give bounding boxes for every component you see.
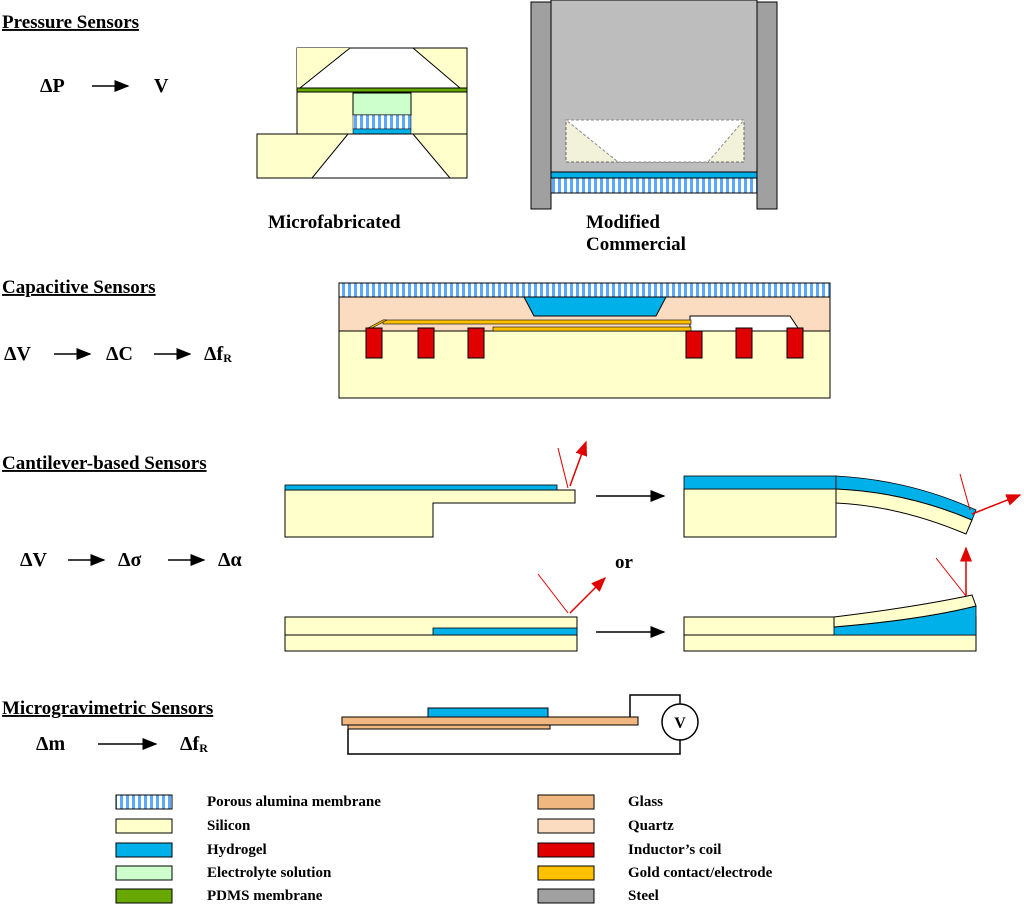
eq-delta-m: Δm — [36, 733, 66, 755]
cantilever-equation: ΔV Δσ Δα — [20, 549, 242, 571]
swatch-alumina — [115, 794, 173, 810]
swatch-pdms — [115, 888, 173, 904]
swatch-silicon — [115, 818, 173, 834]
caption-commercial: Commercial — [586, 234, 686, 255]
eq-delta-v2: ΔV — [20, 549, 48, 571]
legend-label-quartz: Quartz — [628, 818, 674, 834]
caption-modified: Modified — [586, 212, 660, 233]
eq-delta-sigma: Δσ — [118, 549, 142, 571]
swatch-hydrogel — [115, 842, 173, 858]
or-label: or — [615, 552, 634, 573]
microgravimetric-equation: Δm ΔfR — [36, 733, 208, 755]
eq-delta-f: ΔfR — [204, 343, 232, 365]
swatch-coil — [537, 842, 595, 858]
capacitive-equation: ΔV ΔC ΔfR — [4, 343, 232, 365]
pressure-equation: ΔP V — [40, 75, 169, 97]
eq-delta-c: ΔC — [106, 343, 133, 365]
legend-label-pdms: PDMS membrane — [207, 888, 323, 904]
eq-delta-p: ΔP — [40, 75, 65, 97]
microfabricated-pressure-sensor — [256, 47, 468, 179]
eq-v: V — [154, 75, 169, 97]
microgravimetric-heading: Microgravimetric Sensors — [2, 698, 213, 719]
swatch-glass — [537, 794, 595, 810]
modified-commercial-pressure-sensor — [530, 0, 778, 210]
legend-label-hydrogel: Hydrogel — [207, 842, 267, 858]
eq-delta-alpha: Δα — [218, 549, 242, 571]
cantilever-top-initial — [284, 440, 588, 538]
voltmeter-label: V — [674, 715, 686, 732]
caption-microfabricated: Microfabricated — [268, 212, 401, 233]
capacitive-heading: Capacitive Sensors — [2, 277, 156, 298]
capacitive-sensor-drawing — [338, 282, 831, 399]
cantilever-heading: Cantilever-based Sensors — [2, 453, 207, 474]
legend-label-alumina: Porous alumina membrane — [207, 794, 381, 810]
pressure-heading: Pressure Sensors — [2, 12, 139, 33]
microgravimetric-sensor-drawing: V — [341, 694, 699, 755]
legend-label-gold: Gold contact/electrode — [628, 865, 773, 881]
legend-label-electrolyte: Electrolyte solution — [207, 865, 332, 881]
legend-label-glass: Glass — [628, 794, 663, 810]
cantilever-bottom-initial — [284, 573, 607, 652]
swatch-quartz — [537, 818, 595, 834]
legend-label-silicon: Silicon — [207, 818, 251, 834]
cantilever-bottom-bent — [683, 546, 977, 652]
legend: Porous alumina membrane Silicon Hydrogel… — [115, 794, 773, 904]
legend-label-steel: Steel — [628, 888, 659, 904]
cantilever-top-bent — [683, 473, 1022, 538]
voltmeter-icon — [661, 703, 699, 741]
swatch-steel — [537, 888, 595, 904]
legend-label-coil: Inductor’s coil — [628, 842, 721, 858]
swatch-gold — [537, 865, 595, 881]
eq-delta-v: ΔV — [4, 343, 32, 365]
eq-delta-fr: ΔfR — [180, 733, 208, 755]
swatch-electrolyte — [115, 865, 173, 881]
